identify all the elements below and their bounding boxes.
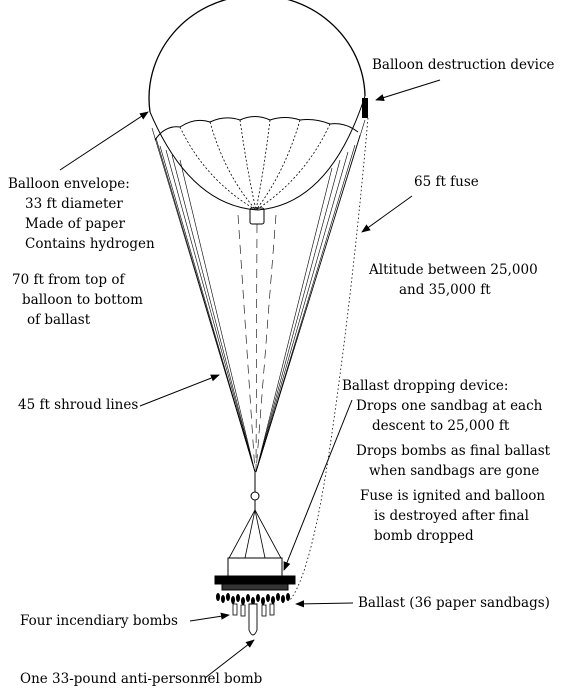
ballast-device-line6: is destroyed after final [374,508,529,524]
destruction-device-icon [362,98,368,118]
label-shroud-lines: 45 ft shroud lines [18,397,139,413]
label-height: 70 ft from top of balloon to bottom of b… [12,270,143,330]
lower-rigging [227,472,283,561]
incendiary-bombs-icon [232,603,275,617]
label-balloon-envelope: Balloon envelope: 33 ft diameter Made of… [8,174,155,254]
envelope-gas: Contains hydrogen [25,236,155,252]
altitude-line1: Altitude between 25,000 [369,262,538,278]
label-ballast: Ballast (36 paper sandbags) [358,595,550,611]
label-destruction-device: Balloon destruction device [372,57,555,73]
ballast-device-line3: Drops bombs as final ballast [356,443,551,459]
ballast-device-line7: bomb dropped [374,528,474,544]
height-line3: of ballast [27,312,91,328]
envelope-material: Made of paper [25,216,125,232]
height-line2: balloon to bottom [22,292,143,308]
anti-personnel-bomb-icon [248,603,258,636]
label-incendiary-bombs: Four incendiary bombs [20,613,178,629]
ballast-device-title: Ballast dropping device: [342,378,509,394]
sandbags [216,593,290,605]
envelope-diameter: 33 ft diameter [25,196,123,212]
ballast-device-line1: Drops one sandbag at each [356,398,543,414]
ballast-device [214,557,296,591]
balloon-envelope [148,0,366,225]
ballast-device-line5: Fuse is ignited and balloon [360,488,546,504]
label-altitude: Altitude between 25,000 and 35,000 ft [369,260,538,300]
shroud-lines [151,119,366,473]
label-ballast-device: Ballast dropping device: Drops one sandb… [342,376,550,546]
height-line1: 70 ft from top of [12,272,125,288]
label-antipersonnel-bomb: One 33-pound anti-personnel bomb [20,671,263,687]
ballast-device-line4: when sandbags are gone [369,463,540,479]
callout-arrows [59,79,441,679]
envelope-title: Balloon envelope: [8,176,130,192]
ballast-device-line2: descent to 25,000 ft [372,418,510,434]
label-fuse: 65 ft fuse [414,174,479,190]
altitude-line2: and 35,000 ft [399,282,491,298]
